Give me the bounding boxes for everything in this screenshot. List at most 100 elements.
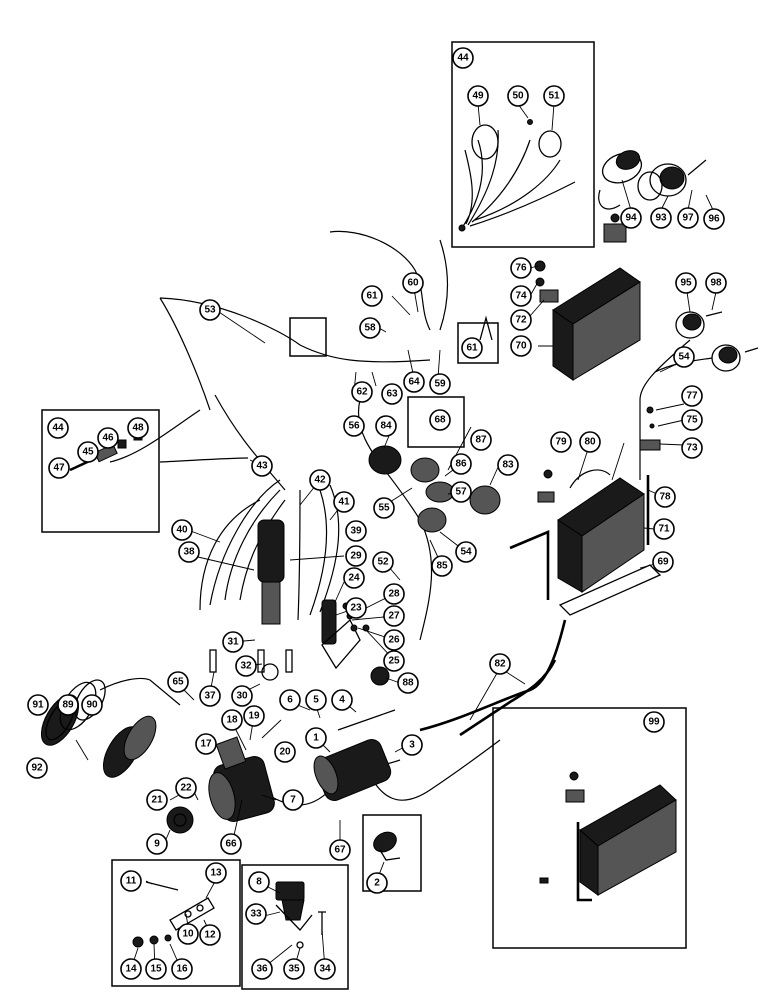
callout-89: 89 <box>57 694 79 716</box>
callout-text: 43 <box>256 461 268 472</box>
callout-71: 71 <box>653 518 675 540</box>
callout-text: 67 <box>334 845 346 856</box>
callout-22: 22 <box>175 777 197 799</box>
callout-54: 54 <box>673 346 695 368</box>
callout-text: 93 <box>655 213 667 224</box>
callout-text: 17 <box>200 739 212 750</box>
callout-text: 73 <box>686 443 698 454</box>
callout-62: 62 <box>351 381 373 403</box>
callout-text: 98 <box>710 278 722 289</box>
callout-58: 58 <box>359 317 381 339</box>
callout-text: 84 <box>380 421 392 432</box>
callout-52: 52 <box>372 551 394 573</box>
callout-text: 30 <box>236 691 248 702</box>
callout-text: 61 <box>466 343 478 354</box>
callout-40: 40 <box>171 519 193 541</box>
callout-text: 70 <box>515 341 527 352</box>
callout-text: 97 <box>682 213 694 224</box>
callout-text: 18 <box>226 715 238 726</box>
callout-text: 72 <box>515 315 527 326</box>
callout-text: 49 <box>472 91 484 102</box>
callout-51: 51 <box>543 85 565 107</box>
callout-85: 85 <box>431 555 453 577</box>
callout-text: 46 <box>102 433 114 444</box>
callout-25: 25 <box>383 650 405 672</box>
callout-text: 52 <box>377 557 389 568</box>
callout-20: 20 <box>274 741 296 763</box>
generator <box>313 709 396 801</box>
callout-text: 68 <box>434 415 446 426</box>
callout-text: 64 <box>408 377 420 388</box>
callout-39: 39 <box>345 520 367 542</box>
regulator-parts <box>275 881 326 949</box>
callout-text: 85 <box>436 561 448 572</box>
callout-text: 6 <box>287 695 293 706</box>
callout-47: 47 <box>48 457 70 479</box>
callout-78: 78 <box>654 486 676 508</box>
callout-14: 14 <box>120 958 142 980</box>
callout-text: 13 <box>210 868 222 879</box>
inset-frame-part-68 <box>407 396 465 448</box>
callout-text: 48 <box>132 423 144 434</box>
headlight-top-right <box>598 150 707 243</box>
callout-text: 90 <box>86 700 98 711</box>
callout-86: 86 <box>450 453 472 475</box>
callout-text: 28 <box>388 589 400 600</box>
callout-19: 19 <box>243 705 265 727</box>
callout-3: 3 <box>401 734 423 756</box>
callout-93: 93 <box>650 207 672 229</box>
callout-text: 23 <box>350 603 362 614</box>
callout-text: 12 <box>204 930 216 941</box>
callout-text: 11 <box>126 876 137 887</box>
callout-text: 53 <box>204 305 216 316</box>
callout-text: 55 <box>378 503 390 514</box>
callout-text: 62 <box>356 387 368 398</box>
callout-text: 35 <box>288 964 300 975</box>
callout-text: 34 <box>319 964 331 975</box>
callout-text: 65 <box>172 677 184 688</box>
callout-26: 26 <box>383 629 405 651</box>
callout-32: 32 <box>235 655 257 677</box>
callout-text: 80 <box>584 437 596 448</box>
callout-13: 13 <box>205 862 227 884</box>
callout-50: 50 <box>507 85 529 107</box>
callout-41: 41 <box>333 491 355 513</box>
callout-79: 79 <box>550 431 572 453</box>
callout-text: 83 <box>502 460 514 471</box>
callout-21: 21 <box>146 789 168 811</box>
callout-69: 69 <box>652 551 674 573</box>
callout-text: 21 <box>151 795 163 806</box>
callout-82: 82 <box>489 653 511 675</box>
callout-29: 29 <box>345 545 367 567</box>
callout-70: 70 <box>510 335 532 357</box>
callout-72: 72 <box>510 309 532 331</box>
callout-11: 11 <box>120 870 142 892</box>
callout-15: 15 <box>145 958 167 980</box>
callout-68: 68 <box>429 409 451 431</box>
callout-text: 96 <box>708 214 720 225</box>
callout-30: 30 <box>231 685 253 707</box>
callout-text: 37 <box>204 691 216 702</box>
callout-42: 42 <box>309 469 331 491</box>
callout-10: 10 <box>177 923 199 945</box>
callout-12: 12 <box>199 924 221 946</box>
callout-5: 5 <box>305 689 327 711</box>
callout-text: 57 <box>455 487 467 498</box>
callout-4: 4 <box>331 689 353 711</box>
callout-text: 1 <box>313 733 319 744</box>
wiring-harness <box>458 119 576 232</box>
distributor-and-coil <box>199 479 370 681</box>
callout-text: 94 <box>625 213 637 224</box>
callout-59: 59 <box>429 373 451 395</box>
callout-text: 45 <box>82 447 94 458</box>
callout-text: 38 <box>183 547 195 558</box>
callout-text: 26 <box>388 635 400 646</box>
battery-70 <box>534 260 641 381</box>
callout-56: 56 <box>343 415 365 437</box>
inset-frame-connector <box>41 409 160 533</box>
callout-text: 88 <box>402 678 414 689</box>
callout-text: 7 <box>290 795 296 806</box>
inset-frame-terminal-block <box>111 859 241 987</box>
callout-text: 63 <box>386 389 398 400</box>
callout-text: 2 <box>374 878 380 889</box>
